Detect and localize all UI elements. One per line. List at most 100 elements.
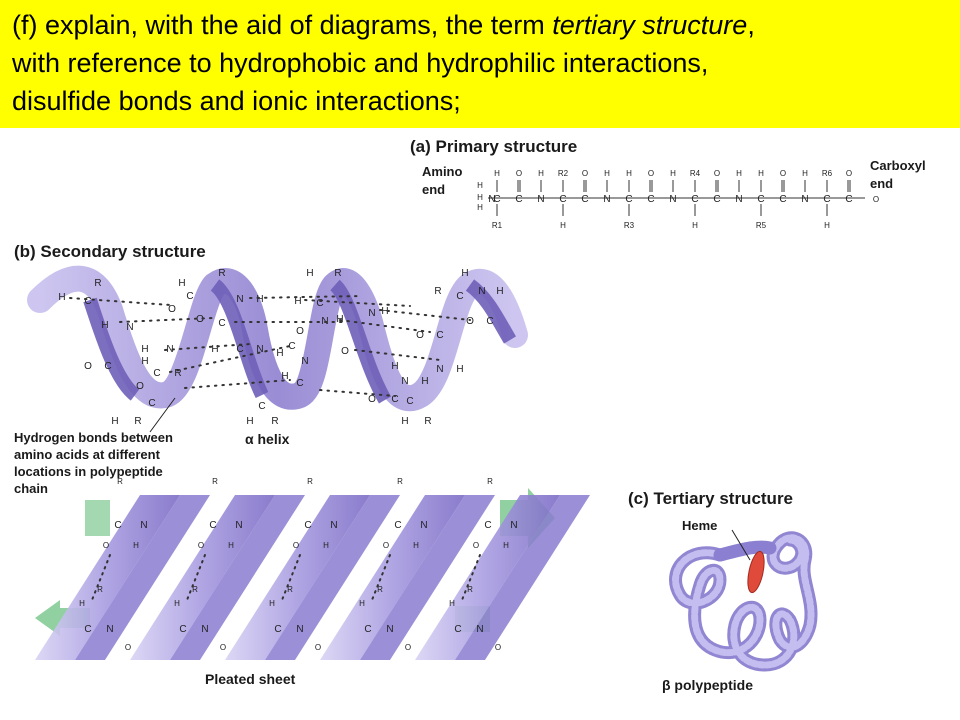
helix-atom: R (94, 278, 101, 289)
tertiary-structure-title: (c) Tertiary structure (628, 489, 793, 508)
sheet-fold (130, 495, 275, 660)
helix-atom: R (334, 268, 341, 279)
tertiary-ribbon (669, 531, 818, 672)
helix-atom: N (401, 376, 408, 387)
helix-atom: H (391, 361, 398, 372)
hbond-note-line3: locations in polypeptide (14, 464, 163, 479)
carbonyl-carbon: C (581, 194, 588, 205)
hydrogen-bond (164, 343, 251, 351)
alpha-carbon: C (691, 194, 698, 205)
nitrogen-atom: N (603, 194, 610, 205)
alpha-helix-ribbon (27, 265, 528, 412)
sheet-atom: N (330, 520, 337, 531)
sheet-atom: N (510, 520, 517, 531)
sheet-fold-shadow (265, 495, 400, 660)
helix-atom: H (276, 348, 283, 359)
sheet-atom: C (394, 520, 401, 531)
sheet-atom: H (323, 541, 329, 550)
alpha-carbon: C (757, 194, 764, 205)
sheet-fold (225, 495, 370, 660)
amino-h: H (477, 193, 483, 202)
hydrogen-bond (69, 297, 171, 306)
sheet-arrow-right-tail (85, 500, 110, 536)
hydrogen-bond (169, 345, 291, 373)
helix-atom: H (141, 344, 148, 355)
sheet-r-atom: R (97, 585, 103, 594)
sheet-hydrogen-bond (91, 554, 111, 601)
helix-atom: C (148, 398, 155, 409)
sheet-atom: C (209, 520, 216, 531)
sheet-atom: N (420, 520, 427, 531)
sheet-atom: C (304, 520, 311, 531)
amino-h: H (477, 181, 483, 190)
helix-atom: H (401, 416, 408, 427)
helix-atom: N (436, 364, 443, 375)
sheet-atom: O (103, 541, 109, 550)
helix-atom: H (421, 376, 428, 387)
sheet-atom: H (503, 541, 509, 550)
primary-structure-panel: (a) Primary structure Amino end Carboxyl… (410, 137, 926, 230)
helix-atom: H (246, 416, 253, 427)
side-atom: R1 (492, 221, 503, 230)
carbonyl-carbon: C (515, 194, 522, 205)
helix-atom: H (281, 371, 288, 382)
hydrogen-bond (379, 309, 471, 321)
side-atom: R3 (624, 221, 635, 230)
helix-atom: R (424, 416, 431, 427)
helix-atom: C (218, 318, 225, 329)
hydrogen-atom: H (538, 169, 544, 178)
oxygen-atom: O (780, 169, 786, 178)
helix-atom: C (391, 394, 398, 405)
sheet-atom: O (220, 643, 226, 652)
helix-atom: R (434, 286, 441, 297)
sheet-atom: C (84, 624, 91, 635)
beta-polypeptide-label: β polypeptide (662, 677, 753, 693)
hydrogen-bond (119, 317, 213, 323)
helix-atom: R (174, 368, 181, 379)
pleated-sheet-label: Pleated sheet (205, 671, 296, 687)
sheet-atom: N (476, 624, 483, 635)
oxygen-atom: O (846, 169, 852, 178)
helix-atom: O (136, 381, 144, 392)
sheet-atom: H (228, 541, 234, 550)
sheet-fold-shadow (170, 495, 305, 660)
side-atom: R5 (756, 221, 767, 230)
helix-atom: H (306, 268, 313, 279)
sheet-atom: N (235, 520, 242, 531)
sheet-atom: N (106, 624, 113, 635)
helix-atom: C (436, 330, 443, 341)
helix-atom: H (141, 356, 148, 367)
carboxyl-o: O (873, 195, 879, 204)
helix-atom: H (294, 296, 301, 307)
hydrogen-bond (354, 349, 441, 361)
nitrogen-atom: N (537, 194, 544, 205)
sheet-r-atom: R (487, 477, 493, 486)
sheet-atom: H (359, 599, 365, 608)
hbond-pointer-line (149, 397, 176, 433)
sheet-atom: O (383, 541, 389, 550)
objective-line1-start: (f) explain, with the aid of diagrams, t… (12, 10, 553, 40)
oxygen-atom: O (714, 169, 720, 178)
carboxyl-end-label-2: end (870, 176, 893, 191)
hbond-note-line2: amino acids at different (14, 447, 161, 462)
sheet-atom: N (140, 520, 147, 531)
sheet-atom: C (179, 624, 186, 635)
helix-atom: C (406, 396, 413, 407)
sheet-atom: H (269, 599, 275, 608)
sheet-r-atom: R (117, 477, 123, 486)
helix-atom: O (296, 326, 304, 337)
nitrogen-atom: N (801, 194, 808, 205)
helix-atom: R (271, 416, 278, 427)
sheet-atom: H (174, 599, 180, 608)
helix-atom: N (301, 356, 308, 367)
title-banner: (f) explain, with the aid of diagrams, t… (0, 0, 960, 128)
helix-atom: C (258, 401, 265, 412)
sheet-r-atom: R (212, 477, 218, 486)
side-atom: H (626, 169, 632, 178)
carbonyl-carbon: C (845, 194, 852, 205)
side-atom: R2 (558, 169, 569, 178)
sheet-atom: C (454, 624, 461, 635)
primary-chain-atoms: CHR1CONHCR2HCONHCHR3CONHCR4HCONHCHR5CONH… (477, 169, 879, 230)
